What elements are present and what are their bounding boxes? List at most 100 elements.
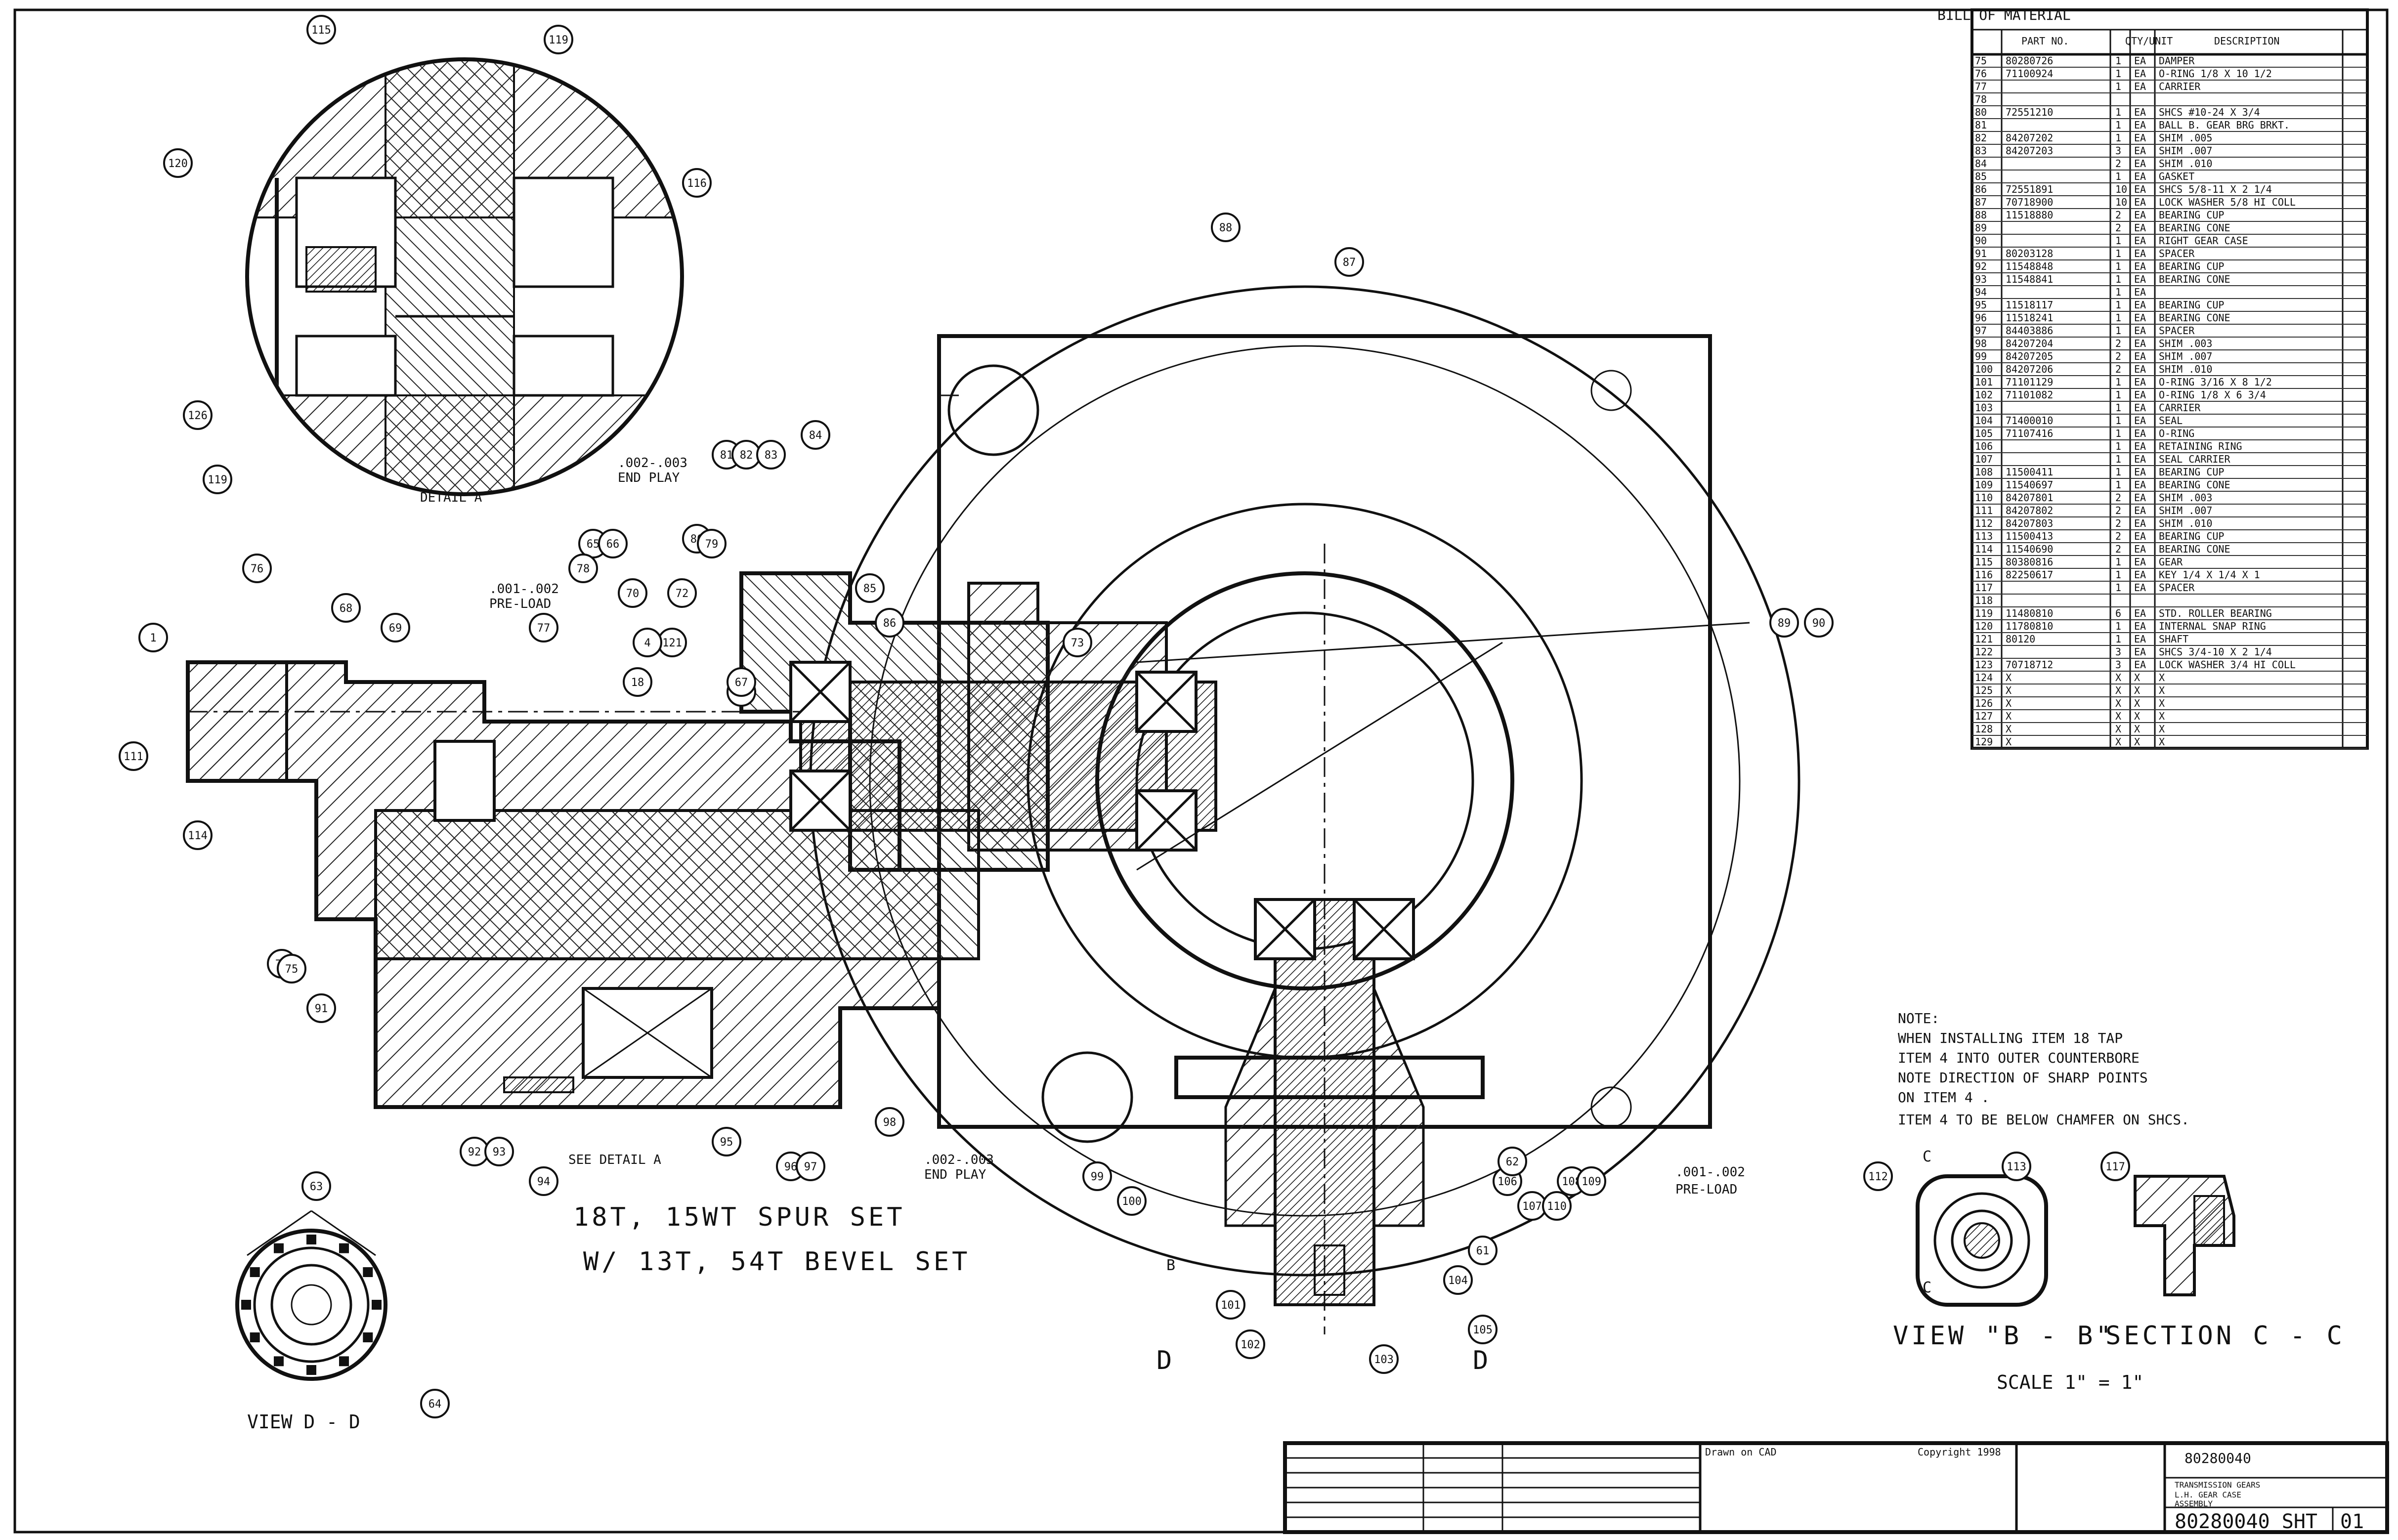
callout-balloon bbox=[544, 25, 573, 54]
bom-part-no: X bbox=[2006, 672, 2012, 684]
bom-qty: 1 bbox=[2115, 260, 2121, 272]
title-sheet-ref: 80280040 SHT bbox=[2175, 1510, 2317, 1533]
callout-balloon bbox=[875, 1107, 904, 1137]
bom-qty: 1 bbox=[2115, 248, 2121, 259]
callout-number: 106 bbox=[1498, 1176, 1517, 1188]
bom-item-no: 98 bbox=[1975, 338, 1987, 349]
bom-qty: 1 bbox=[2115, 81, 2121, 92]
bom-description: SHCS 5/8-11 X 2 1/4 bbox=[2159, 183, 2272, 195]
bom-qty: 1 bbox=[2115, 402, 2121, 414]
bom-qty: 1 bbox=[2115, 299, 2121, 311]
callout-number: 99 bbox=[1091, 1171, 1104, 1183]
callout-balloon bbox=[618, 578, 647, 608]
section-c-label: SECTION C - C bbox=[2105, 1321, 2345, 1351]
callout-balloon bbox=[529, 1166, 558, 1196]
callout-number: 116 bbox=[687, 177, 707, 190]
callout-number: 66 bbox=[606, 538, 620, 551]
bom-part-no: 11548841 bbox=[2006, 273, 2053, 285]
callout-balloon bbox=[756, 440, 786, 470]
bom-unit: EA bbox=[2134, 607, 2146, 619]
roller bbox=[274, 1356, 284, 1367]
bom-qty: 1 bbox=[2115, 466, 2121, 478]
callout-balloon bbox=[1863, 1161, 1893, 1191]
bom-item-no: 115 bbox=[1975, 556, 1993, 568]
bom-description: BEARING CONE bbox=[2159, 543, 2230, 555]
bom-unit: EA bbox=[2134, 440, 2146, 452]
callout-number: 95 bbox=[720, 1136, 733, 1149]
bom-qty: 1 bbox=[2115, 376, 2121, 388]
callout-balloon bbox=[331, 593, 361, 623]
bom-part-no: 71100924 bbox=[2006, 68, 2053, 80]
callout-balloon bbox=[306, 15, 336, 44]
bom-item-no: 104 bbox=[1975, 415, 1993, 427]
callout-balloon bbox=[1804, 608, 1834, 638]
callout-number: 85 bbox=[863, 583, 877, 595]
bom-item-no: 103 bbox=[1975, 402, 1993, 414]
bom-qty: 1 bbox=[2115, 428, 2121, 439]
bom-item-no: 121 bbox=[1975, 633, 1993, 645]
callout-balloon bbox=[163, 148, 193, 178]
end-play-label-2: END PLAY bbox=[924, 1167, 986, 1182]
bom-part-no: 84403886 bbox=[2006, 325, 2053, 337]
bom-part-no: 11780810 bbox=[2006, 620, 2053, 632]
view-b-label: VIEW "B - B" bbox=[1893, 1321, 2114, 1351]
bom-qty: 1 bbox=[2115, 556, 2121, 568]
bom-qty: 1 bbox=[2115, 68, 2121, 80]
bom-description: X bbox=[2159, 684, 2165, 696]
roller bbox=[339, 1356, 349, 1367]
bom-part-no: 11518241 bbox=[2006, 312, 2053, 324]
bom-description: GASKET bbox=[2159, 171, 2194, 182]
callout-number: 126 bbox=[188, 410, 208, 422]
bom-part-no: 11518117 bbox=[2006, 299, 2053, 311]
bom-part-no: 84207803 bbox=[2006, 517, 2053, 529]
callout-balloon bbox=[697, 529, 727, 558]
callout-balloon bbox=[727, 667, 756, 697]
bom-item-no: 97 bbox=[1975, 325, 1987, 337]
end-play-value-2: .002-.003 bbox=[924, 1153, 994, 1167]
view-d-label: VIEW D - D bbox=[247, 1411, 360, 1433]
bom-qty: 1 bbox=[2115, 312, 2121, 324]
bom-unit: EA bbox=[2134, 363, 2146, 375]
bom-item-no: 81 bbox=[1975, 119, 1987, 131]
bom-unit: EA bbox=[2134, 119, 2146, 131]
bom-qty: 10 bbox=[2115, 196, 2127, 208]
bom-unit: EA bbox=[2134, 466, 2146, 478]
bom-unit: EA bbox=[2134, 106, 2146, 118]
bom-part-no: 11480810 bbox=[2006, 607, 2053, 619]
bom-item-no: 75 bbox=[1975, 55, 1987, 67]
bom-unit: EA bbox=[2134, 81, 2146, 92]
callout-balloon bbox=[529, 613, 558, 642]
callout-balloon bbox=[183, 400, 213, 430]
bom-unit: X bbox=[2134, 723, 2140, 735]
bom-unit: EA bbox=[2134, 273, 2146, 285]
bom-part-no: 82250617 bbox=[2006, 569, 2053, 581]
callout-balloon bbox=[183, 820, 213, 850]
roller bbox=[372, 1300, 382, 1310]
bom-description: X bbox=[2159, 697, 2165, 709]
bom-unit: EA bbox=[2134, 145, 2146, 157]
bom-item-no: 118 bbox=[1975, 595, 1993, 606]
bom-item-no: 88 bbox=[1975, 209, 1987, 221]
bom-part-no: 84207801 bbox=[2006, 492, 2053, 504]
callout-balloon bbox=[801, 420, 830, 450]
bom-item-no: 80 bbox=[1975, 106, 1987, 118]
bom-description: SHIM .010 bbox=[2159, 363, 2212, 375]
callout-balloon bbox=[301, 1171, 331, 1201]
bom-qty: X bbox=[2115, 723, 2121, 735]
bom-description: DAMPER bbox=[2159, 55, 2195, 67]
callout-balloon bbox=[1542, 1191, 1572, 1221]
callout-balloon bbox=[420, 1389, 450, 1418]
bom-description: BALL B. GEAR BRG BRKT. bbox=[2159, 119, 2290, 131]
bom-description: BEARING CUP bbox=[2159, 466, 2224, 478]
bom-part-no: 84207202 bbox=[2006, 132, 2053, 144]
callout-number: 94 bbox=[537, 1176, 551, 1188]
bom-part-no: X bbox=[2006, 736, 2012, 748]
bom-part-no: 11540690 bbox=[2006, 543, 2053, 555]
bom-description: BEARING CONE bbox=[2159, 479, 2230, 491]
callout-number: 73 bbox=[1071, 637, 1084, 649]
callout-balloon bbox=[1369, 1344, 1399, 1374]
scale-label: SCALE 1" = 1" bbox=[1997, 1371, 2143, 1393]
bom-item-no: 89 bbox=[1975, 222, 1987, 234]
bom-qty: 2 bbox=[2115, 158, 2121, 170]
